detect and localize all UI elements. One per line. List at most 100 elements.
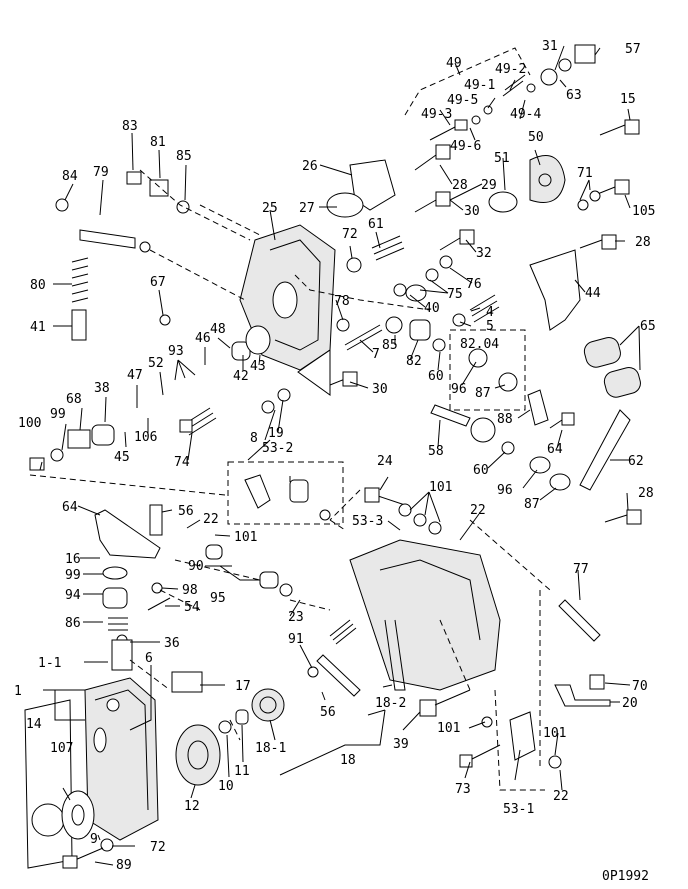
callout-52: 52 bbox=[148, 356, 164, 371]
callout-48: 48 bbox=[210, 322, 226, 337]
callout-106: 106 bbox=[134, 430, 157, 445]
callout-64b: 64 bbox=[547, 442, 563, 457]
callout-28b: 28 bbox=[635, 235, 651, 250]
callout-50: 50 bbox=[528, 130, 544, 145]
callout-72b: 72 bbox=[342, 227, 358, 242]
callout-95: 95 bbox=[210, 591, 226, 606]
callout-45: 45 bbox=[114, 450, 130, 465]
callout-39: 39 bbox=[393, 737, 409, 752]
callout-82-04: 82.04 bbox=[460, 337, 499, 352]
callout-70: 70 bbox=[632, 679, 648, 694]
callout-83: 83 bbox=[122, 119, 138, 134]
callout-22: 22 bbox=[203, 512, 219, 527]
callout-7: 7 bbox=[372, 347, 380, 362]
callout-75: 75 bbox=[447, 287, 463, 302]
callout-27: 27 bbox=[299, 201, 315, 216]
drawing-code: 0P1992 bbox=[602, 869, 649, 884]
callout-41: 41 bbox=[30, 320, 46, 335]
callout-85: 85 bbox=[176, 149, 192, 164]
callout-47: 47 bbox=[127, 368, 143, 383]
callout-100: 100 bbox=[18, 416, 41, 431]
callout-51: 51 bbox=[494, 151, 510, 166]
callout-84: 84 bbox=[62, 169, 78, 184]
callout-16: 16 bbox=[65, 552, 81, 567]
callout-93: 93 bbox=[168, 344, 184, 359]
callout-5: 5 bbox=[486, 319, 494, 334]
callout-28c: 28 bbox=[638, 486, 654, 501]
callout-63: 63 bbox=[566, 88, 582, 103]
callout-76: 76 bbox=[466, 277, 482, 292]
callout-24: 24 bbox=[377, 454, 393, 469]
callout-96b: 96 bbox=[497, 483, 513, 498]
callout-101c: 101 bbox=[437, 721, 460, 736]
callout-94: 94 bbox=[65, 588, 81, 603]
callout-26: 26 bbox=[302, 159, 318, 174]
callout-11: 11 bbox=[234, 764, 250, 779]
callout-15: 15 bbox=[620, 92, 636, 107]
callout-1-1: 1-1 bbox=[38, 656, 61, 671]
callout-56b: 56 bbox=[320, 705, 336, 720]
callout-28: 28 bbox=[452, 178, 468, 193]
callout-99: 99 bbox=[65, 568, 81, 583]
callout-58: 58 bbox=[428, 444, 444, 459]
callout-44: 44 bbox=[585, 286, 601, 301]
callout-49-6: 49-6 bbox=[450, 139, 481, 154]
callout-105: 105 bbox=[632, 204, 655, 219]
callout-53-1: 53-1 bbox=[503, 802, 534, 817]
callout-31: 31 bbox=[542, 39, 558, 54]
callout-38: 38 bbox=[94, 381, 110, 396]
callout-101b: 101 bbox=[429, 480, 452, 495]
callout-6: 6 bbox=[145, 651, 153, 666]
callout-60b: 60 bbox=[473, 463, 489, 478]
callout-30b: 30 bbox=[372, 382, 388, 397]
callout-23: 23 bbox=[288, 610, 304, 625]
callout-49: 49 bbox=[446, 56, 462, 71]
callout-4: 4 bbox=[486, 305, 494, 320]
callout-64: 64 bbox=[62, 500, 78, 515]
callout-49-2: 49-2 bbox=[495, 62, 526, 77]
callout-85b: 85 bbox=[382, 338, 398, 353]
callout-labels: 1 1-1 6 14 107 9 89 72 12 10 11 17 18-1 … bbox=[14, 39, 656, 873]
callout-68: 68 bbox=[66, 392, 82, 407]
callout-89: 89 bbox=[116, 858, 132, 873]
callout-22c: 22 bbox=[553, 789, 569, 804]
callout-43: 43 bbox=[250, 359, 266, 374]
callout-18-1: 18-1 bbox=[255, 741, 286, 756]
callout-22b: 22 bbox=[470, 503, 486, 518]
callout-14: 14 bbox=[26, 717, 42, 732]
callout-87: 87 bbox=[475, 386, 491, 401]
callout-9: 9 bbox=[90, 832, 98, 847]
callout-78: 78 bbox=[334, 294, 350, 309]
callout-79: 79 bbox=[93, 165, 109, 180]
callout-87b: 87 bbox=[524, 497, 540, 512]
callout-101d: 101 bbox=[543, 726, 566, 741]
callout-32: 32 bbox=[476, 246, 492, 261]
callout-73: 73 bbox=[455, 782, 471, 797]
dashed-group-boxes bbox=[29, 47, 551, 791]
callout-71: 71 bbox=[577, 166, 593, 181]
callout-49-1: 49-1 bbox=[464, 78, 495, 93]
callout-36: 36 bbox=[164, 636, 180, 651]
callout-60: 60 bbox=[428, 369, 444, 384]
leader-lines bbox=[39, 45, 641, 866]
callout-18: 18 bbox=[340, 753, 356, 768]
callout-90: 90 bbox=[188, 559, 204, 574]
callout-40: 40 bbox=[424, 301, 440, 316]
callout-53-2: 53-2 bbox=[262, 441, 293, 456]
callout-80: 80 bbox=[30, 278, 46, 293]
callout-88: 88 bbox=[497, 412, 513, 427]
callout-25: 25 bbox=[262, 201, 278, 216]
callout-49-3: 49-3 bbox=[421, 107, 452, 122]
callout-82: 82 bbox=[406, 354, 422, 369]
callout-29: 29 bbox=[481, 178, 497, 193]
callout-99b: 99 bbox=[50, 407, 66, 422]
callout-42: 42 bbox=[233, 369, 249, 384]
callout-54: 54 bbox=[184, 600, 200, 615]
callout-49-4: 49-4 bbox=[510, 107, 541, 122]
callout-20: 20 bbox=[622, 696, 638, 711]
callout-46: 46 bbox=[195, 331, 211, 346]
callout-96: 96 bbox=[451, 382, 467, 397]
callout-65: 65 bbox=[640, 319, 656, 334]
